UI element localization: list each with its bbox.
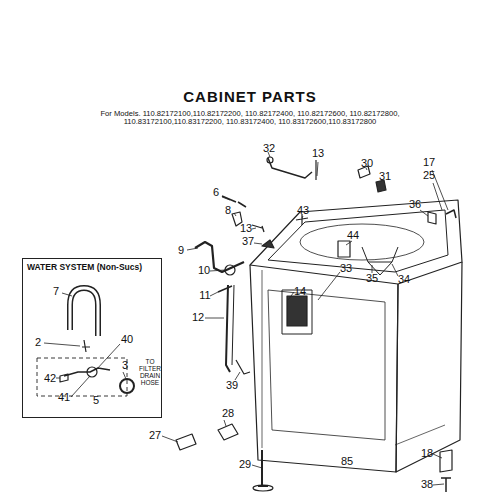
callout-number: 43: [297, 205, 309, 217]
callout-number: 7: [53, 286, 59, 298]
callout-number: 8: [225, 205, 231, 217]
callout-number: 41: [58, 392, 70, 404]
callout-number: 29: [239, 459, 251, 471]
callout-number: 6: [213, 187, 219, 199]
callout-number: 3: [122, 360, 128, 372]
hose-note: TO FILTER DRAIN HOSE: [135, 359, 165, 386]
model-list: For Models. 110.82172100,110.82172200, 1…: [80, 110, 420, 126]
callout-number: 33: [340, 263, 352, 275]
callout-number: 34: [398, 274, 410, 286]
callout-number: 10: [198, 265, 210, 277]
callout-number: 2: [35, 337, 41, 349]
callout-number: 32: [263, 143, 275, 155]
callout-number: 5: [93, 395, 99, 407]
callout-number: 13: [240, 223, 252, 235]
box-heading: WATER SYSTEM (Non-Sucs): [23, 259, 161, 275]
callout-number: 40: [121, 334, 133, 346]
callout-number: 11: [199, 290, 210, 302]
water-system-box: WATER SYSTEM (Non-Sucs): [22, 258, 162, 418]
callout-number: 9: [178, 245, 184, 257]
callout-number: 31: [379, 171, 391, 183]
callout-number: 14: [294, 286, 306, 298]
callout-number: 42: [44, 373, 56, 385]
callout-number: 27: [149, 430, 161, 442]
callout-number: 36: [409, 199, 421, 211]
callout-number: 25: [423, 170, 435, 182]
callout-number: 18: [421, 448, 433, 460]
callout-number: 37: [242, 236, 254, 248]
callout-number: 30: [361, 158, 373, 170]
callout-number: 28: [222, 408, 234, 420]
callout-number: 39: [226, 380, 238, 392]
title: CABINET PARTS: [183, 89, 317, 105]
callout-number: 44: [347, 230, 359, 242]
callout-number: 13: [312, 148, 324, 160]
callout-number: 17: [423, 157, 435, 169]
callout-number: 38: [421, 479, 433, 491]
callout-number: 85: [341, 456, 353, 468]
callout-number: 12: [192, 312, 204, 324]
callout-number: 35: [366, 273, 378, 285]
